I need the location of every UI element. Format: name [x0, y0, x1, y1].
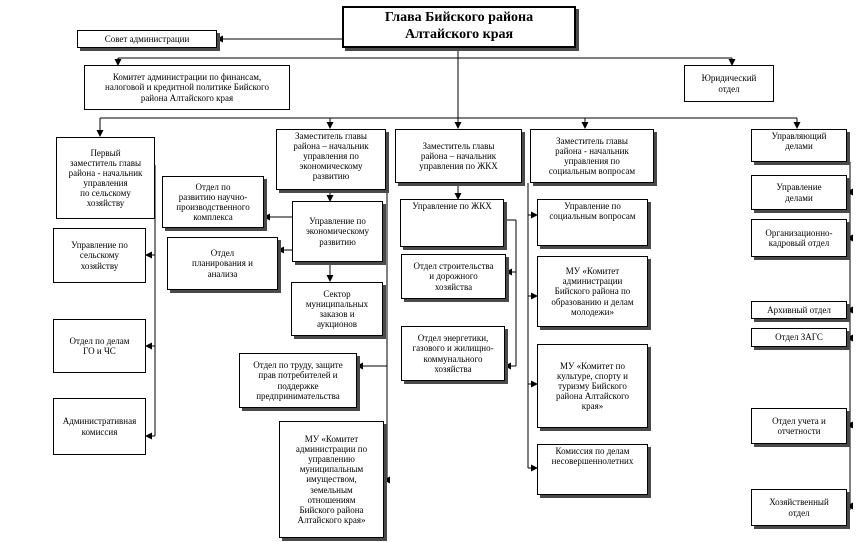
affairs-department-box: Управление делами	[751, 175, 847, 210]
deputy-economics-box: Заместитель главы района – начальник упр…	[276, 129, 386, 190]
construction-department-box: Отдел строительства и дорожного хозяйств…	[401, 254, 506, 299]
registry-office-box: Отдел ЗАГС	[751, 328, 847, 347]
economics-department-box: Управление по экономическому развитию	[292, 201, 383, 262]
culture-committee-box: МУ «Комитет по культуре, спорту и туризм…	[537, 344, 648, 428]
first-deputy-box: Первый заместитель главы района - началь…	[56, 137, 155, 219]
hr-department-box: Организационно- кадровый отдел	[751, 219, 847, 257]
legal-department-box: Юридический отдел	[684, 65, 774, 102]
minors-commission-box: Комиссия по делам несовершеннолетних	[537, 444, 648, 495]
deputy-social-box: Заместитель главы района - начальник упр…	[530, 129, 654, 183]
housing-department-box: Управление по ЖКХ	[400, 199, 504, 247]
accounting-department-box: Отдел учета и отчетности	[751, 408, 847, 444]
finance-committee-box: Комитет администрации по финансам, налог…	[84, 65, 290, 110]
council-box: Совет администрации	[77, 30, 217, 48]
municipal-orders-sector-box: Сектор муниципальных заказов и аукционов	[291, 282, 383, 336]
archive-department-box: Архивный отдел	[751, 301, 847, 319]
rnd-department-box: Отдел по развитию научно- производственн…	[162, 176, 264, 228]
education-committee-box: МУ «Комитет администрации Бийского район…	[537, 256, 648, 327]
energy-department-box: Отдел энергетики, газового и жилищно- ко…	[401, 326, 505, 381]
household-department-box: Хозяйственный отдел	[751, 489, 847, 526]
civil-defense-department-box: Отдел по делам ГО и ЧС	[53, 319, 146, 373]
agriculture-department-box: Управление по сельскому хозяйству	[53, 228, 146, 283]
planning-department-box: Отдел планирования и анализа	[167, 237, 278, 290]
head-of-district-box: Глава Бийского района Алтайского края	[342, 6, 576, 48]
property-committee-box: МУ «Комитет администрации по управлению …	[279, 421, 384, 538]
labor-department-box: Отдел по труду, защите прав потребителей…	[239, 353, 357, 408]
social-department-box: Управление по социальным вопросам	[537, 199, 648, 246]
administrative-commission-box: Административная комиссия	[53, 398, 146, 455]
managing-affairs-box: Управляющий делами	[751, 129, 847, 162]
deputy-housing-box: Заместитель главы района – начальник упр…	[395, 129, 522, 183]
